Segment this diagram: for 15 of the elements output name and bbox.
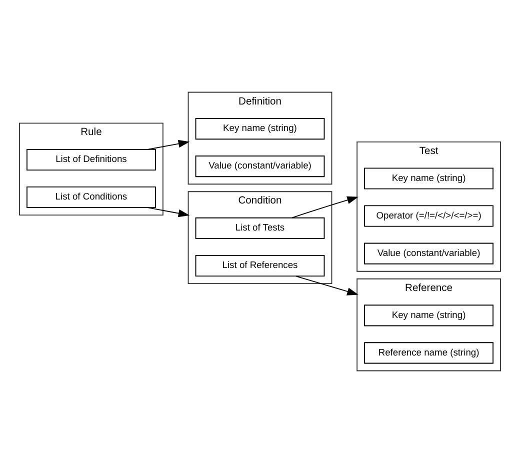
node-box: Operator (=/!=/</>/<=/>=)	[364, 204, 494, 226]
node-box: List of References	[195, 254, 325, 276]
node-box: Value (constant/variable)	[195, 155, 325, 177]
node-box: Key name (string)	[195, 118, 325, 140]
arrow	[148, 206, 190, 217]
node-box: List of Definitions	[26, 148, 156, 170]
node-box: Value (constant/variable)	[364, 242, 494, 264]
node-box: List of Tests	[195, 216, 325, 238]
arrow	[148, 139, 190, 150]
node-box: Reference name (string)	[364, 342, 494, 364]
node-box: Key name (string)	[364, 167, 494, 189]
arrow	[295, 275, 358, 295]
arrow	[292, 196, 358, 218]
node-box: Key name (string)	[364, 304, 494, 326]
node-box: List of Conditions	[26, 186, 156, 208]
